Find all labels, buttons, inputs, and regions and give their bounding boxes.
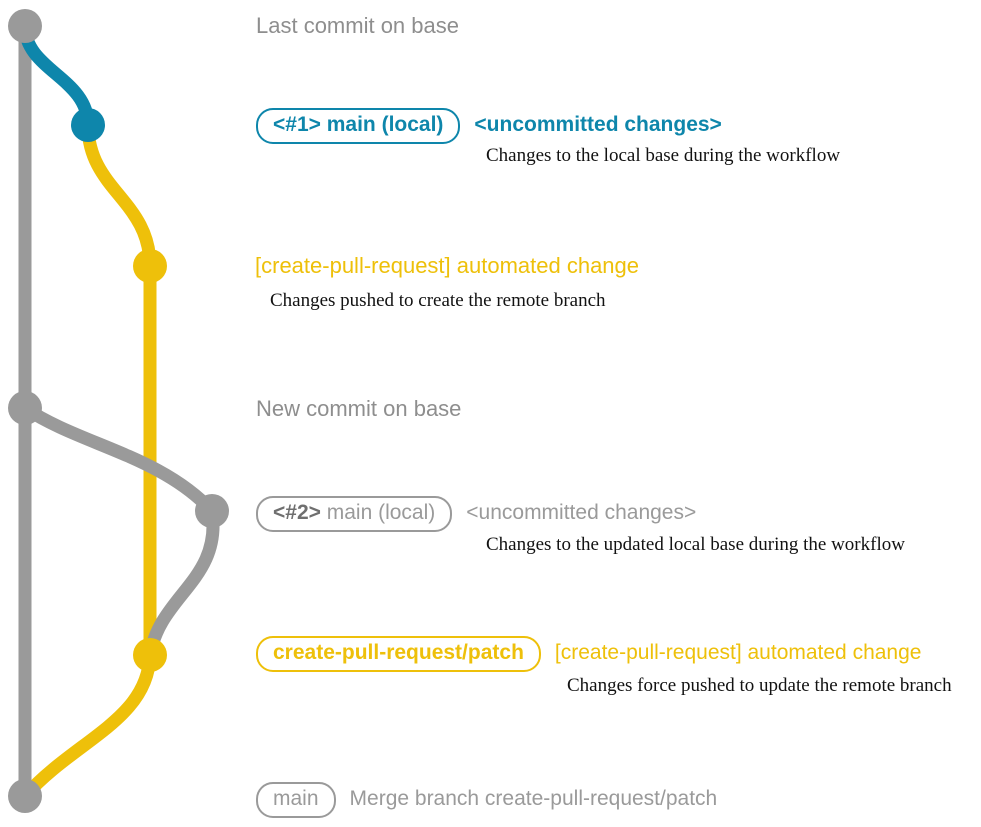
ref-badge-create-pull-request-patch[interactable]: create-pull-request/patch <box>256 636 541 672</box>
commit-row-remote-create: [create-pull-request] automated change <box>255 253 639 279</box>
commit-node-base-last[interactable] <box>8 9 42 43</box>
commit-node-local-2[interactable] <box>195 494 229 528</box>
commit-message-local-2: <uncommitted changes> <box>466 501 697 524</box>
ref-badge-main-local-1[interactable]: <#1> main (local) <box>256 108 461 144</box>
edge-local2-to-remote-update <box>143 504 220 662</box>
ref-badge-name-2: main (local) <box>320 501 436 524</box>
commit-node-base-merge[interactable] <box>8 779 42 813</box>
commit-description-local-1: Changes to the local base during the wor… <box>486 145 841 166</box>
commit-row-remote-update: create-pull-request/patch [create-pull-r… <box>256 636 921 672</box>
ref-badge-name-1: main (local) <box>320 113 444 136</box>
ref-badge-name-patch: create-pull-request/patch <box>273 641 524 664</box>
commit-row-merge: main Merge branch create-pull-request/pa… <box>256 782 717 818</box>
commit-message-new-commit-on-base: New commit on base <box>256 396 462 421</box>
commit-message-remote-update: [create-pull-request] automated change <box>554 641 922 664</box>
commit-description-remote-update: Changes force pushed to update the remot… <box>567 675 952 696</box>
ref-badge-main-local-2[interactable]: <#2> main (local) <box>256 496 453 532</box>
edge-remote-update-to-merge <box>18 648 157 803</box>
edge-local1-to-remote-create <box>81 118 157 273</box>
commit-node-remote-update[interactable] <box>133 638 167 672</box>
commit-message-last-commit-on-base: Last commit on base <box>256 13 459 38</box>
commit-node-base-new[interactable] <box>8 391 42 425</box>
commit-node-remote-create[interactable] <box>133 249 167 283</box>
commit-message-local-1: <uncommitted changes> <box>474 113 722 136</box>
commit-row-local-2: <#2> main (local) <uncommitted changes> <box>256 496 696 532</box>
ref-badge-main[interactable]: main <box>256 782 336 818</box>
ref-badge-name-main: main <box>273 787 319 810</box>
commit-node-local-1[interactable] <box>71 108 105 142</box>
edge-basenew-to-local2 <box>18 401 219 518</box>
ref-badge-index-2: <#2> <box>273 501 321 524</box>
commit-message-merge: Merge branch create-pull-request/patch <box>349 787 718 810</box>
commit-row-new-commit-on-base: New commit on base <box>256 396 461 422</box>
ref-badge-index-1: <#1> <box>273 113 321 136</box>
commit-row-local-1: <#1> main (local) <uncommitted changes> <box>256 108 722 144</box>
commit-description-local-2: Changes to the updated local base during… <box>486 534 905 555</box>
commit-row-last-commit-on-base: Last commit on base <box>256 13 459 39</box>
commit-description-remote-create: Changes pushed to create the remote bran… <box>270 290 606 311</box>
commit-message-remote-create: [create-pull-request] automated change <box>255 253 640 278</box>
